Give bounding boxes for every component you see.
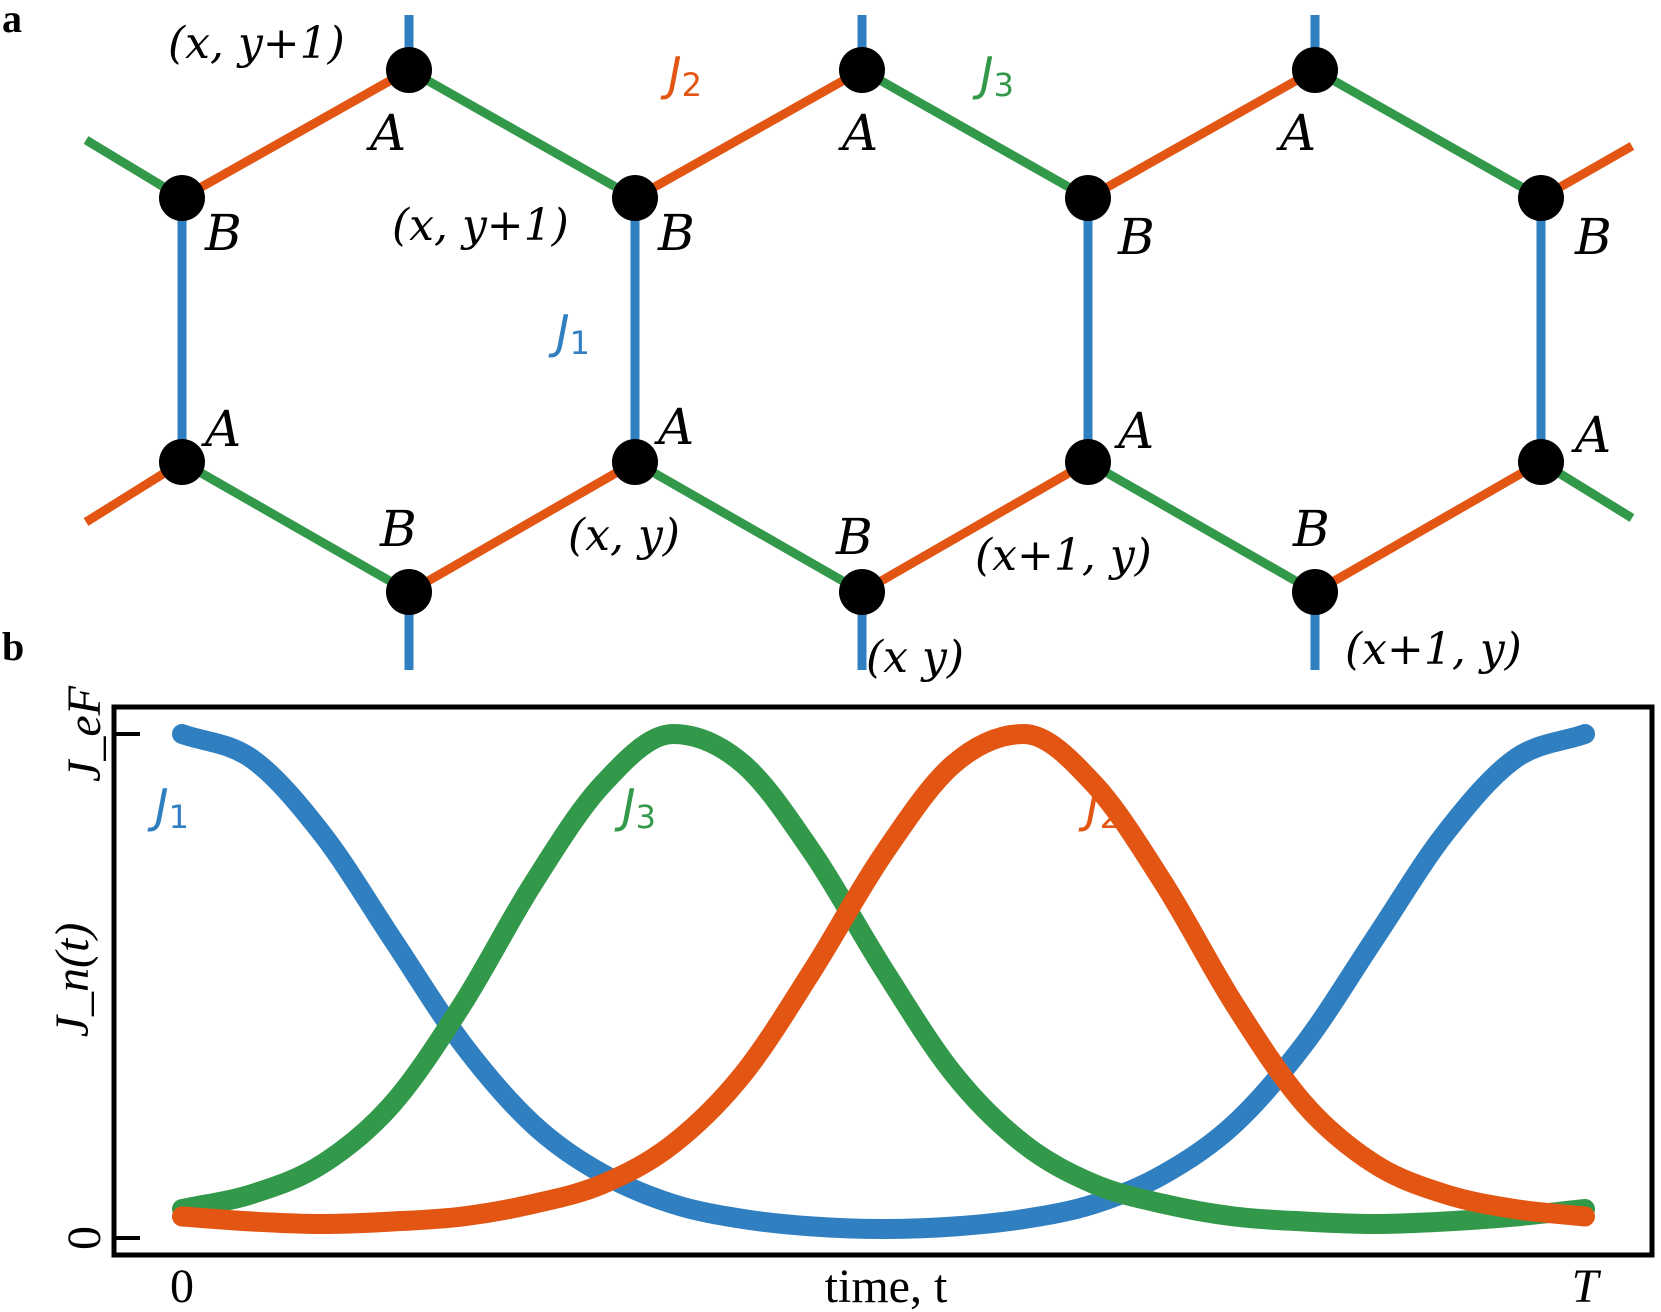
bond-label-j1: J1: [548, 305, 590, 362]
panel-b-chart: b 0 J_eF J_n(t) 0 T time, t J1 J3 J2: [2, 624, 1655, 1312]
site-label-b: B: [379, 500, 417, 558]
y-axis-label: J_n(t): [46, 923, 99, 1038]
bond-j3: [1085, 458, 1318, 596]
bond-j2: [1085, 66, 1318, 202]
coordinate-label: (x y): [866, 632, 964, 683]
series-label-j1-name: J: [147, 779, 169, 833]
series-label-j2-name: J: [1078, 779, 1100, 833]
bond-j3: [406, 66, 638, 202]
coordinate-label: (x+1, y): [1345, 624, 1522, 675]
bond-j2: [632, 66, 865, 202]
coordinate-label: (x+1, y): [975, 530, 1152, 581]
coordinate-label: (x, y+1): [392, 200, 569, 251]
site-label-a: A: [838, 104, 878, 162]
series-line-j1: [172, 724, 1595, 1239]
series-layer: [172, 724, 1595, 1239]
site-a: [386, 47, 432, 93]
bond-j2: [1312, 458, 1544, 596]
site-b: [1518, 175, 1564, 221]
site-a: [159, 439, 205, 485]
bond-label-j2-name: J: [660, 47, 682, 101]
bond-j2: [406, 458, 638, 596]
site-label-b: B: [1117, 208, 1155, 266]
site-labels: A A A B B B B A A A A B B B: [201, 104, 1612, 566]
site-label-a: A: [1276, 104, 1316, 162]
site-b: [1065, 175, 1111, 221]
site-a: [1065, 439, 1111, 485]
bond-label-j3-sub: 3: [994, 66, 1014, 104]
site-label-b: B: [657, 204, 695, 262]
bond-j3: [179, 458, 412, 596]
site-label-a: A: [201, 400, 241, 458]
bond-j2: [859, 458, 1091, 596]
site-label-a: A: [366, 104, 406, 162]
y-tick-label-top: J_eF: [58, 685, 111, 782]
x-tick-label-zero: 0: [170, 1260, 194, 1312]
site-a: [612, 439, 658, 485]
bond-label-j1-name: J: [548, 305, 570, 359]
bond-j3: [1312, 66, 1544, 202]
lattice-bonds: [83, 15, 1635, 670]
series-label-j2-sub: 2: [1100, 798, 1120, 836]
site-label-b: B: [835, 508, 873, 566]
series-line-j2: [172, 724, 1595, 1234]
site-label-a: A: [654, 398, 694, 456]
series-label-j3-sub: 3: [636, 798, 656, 836]
site-label-b: B: [1574, 208, 1612, 266]
series-label-j1-sub: 1: [169, 798, 189, 836]
site-a: [1518, 439, 1564, 485]
site-b: [159, 175, 205, 221]
panel-a-letter: a: [2, 0, 22, 41]
bond-label-j2: J2: [660, 47, 702, 104]
panel-b-letter: b: [2, 624, 24, 669]
series-label-j3-name: J: [614, 779, 636, 833]
coordinate-label: (x, y): [568, 510, 680, 561]
bond-j3: [632, 458, 865, 596]
coordinate-label: (x, y+1): [168, 18, 345, 69]
series-line-j3: [172, 724, 1595, 1234]
series-label-j3: J3: [614, 779, 656, 836]
site-label-b: B: [204, 204, 242, 262]
site-b: [1292, 569, 1338, 615]
x-tick-label-end: T: [1572, 1260, 1602, 1312]
site-label-b: B: [1292, 500, 1330, 558]
site-b: [612, 175, 658, 221]
y-tick-label-zero: 0: [58, 1226, 111, 1250]
site-b: [839, 569, 885, 615]
plot-frame: [111, 704, 1655, 1258]
panel-a-lattice: a: [2, 0, 1635, 683]
coordinate-labels: (x, y+1) (x, y+1) (x, y) (x+1, y) (x y) …: [168, 18, 1522, 683]
site-label-a: A: [1571, 406, 1611, 464]
bond-label-j2-sub: 2: [682, 66, 702, 104]
site-label-a: A: [1114, 402, 1154, 460]
x-axis-label: time, t: [825, 1260, 948, 1312]
site-a: [839, 47, 885, 93]
lattice-sites: [159, 47, 1564, 615]
site-a: [1292, 47, 1338, 93]
bond-label-j1-sub: 1: [570, 324, 590, 362]
bond-label-j3: J3: [972, 47, 1014, 104]
series-label-j1: J1: [147, 779, 189, 836]
bond-label-j3-name: J: [972, 47, 994, 101]
bond-j3: [859, 66, 1091, 202]
bond-j2: [179, 66, 412, 202]
site-b: [386, 569, 432, 615]
